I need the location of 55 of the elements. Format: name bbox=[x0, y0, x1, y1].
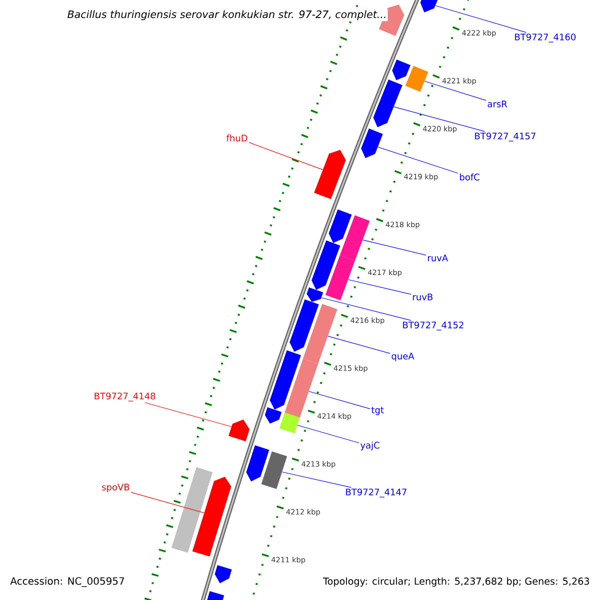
leader-line bbox=[362, 240, 426, 256]
gene-block bbox=[264, 407, 282, 424]
leader-line bbox=[297, 424, 360, 444]
leader-line bbox=[308, 391, 370, 410]
gene-block bbox=[284, 358, 318, 420]
gene-block bbox=[206, 591, 224, 600]
gene-block bbox=[340, 215, 370, 261]
gene-block bbox=[325, 255, 355, 300]
gene-block bbox=[290, 299, 319, 352]
gene-label: ruvA bbox=[428, 254, 448, 262]
gene-label: spoVB bbox=[102, 484, 130, 492]
gene-label: bofC bbox=[460, 174, 480, 180]
gene-block bbox=[373, 79, 402, 128]
gene-block bbox=[314, 150, 346, 200]
gene-block bbox=[171, 467, 213, 553]
gene-label: queA bbox=[392, 352, 414, 362]
gene-block bbox=[246, 445, 270, 482]
gene-block bbox=[405, 66, 428, 92]
gene-block bbox=[420, 0, 439, 12]
gene-block bbox=[192, 476, 232, 557]
gene-block bbox=[361, 128, 383, 158]
accession-text: Accession: NC_005957 bbox=[10, 577, 124, 587]
gene-label: ruvB bbox=[413, 294, 432, 300]
gene-label: BT9727_4152 bbox=[403, 322, 464, 330]
gene-label: BT9727_4147 bbox=[346, 488, 406, 498]
gene-label: BT9727_4148 bbox=[94, 392, 156, 402]
gene-label: arsR bbox=[488, 100, 508, 108]
leader-line bbox=[378, 146, 458, 174]
gene-block bbox=[228, 420, 250, 442]
summary-text: Topology: circular; Length: 5,237,682 bp; Genes: 5,263 bbox=[322, 576, 591, 588]
gene-block bbox=[270, 350, 301, 410]
gene-block bbox=[312, 240, 340, 290]
leader-line bbox=[130, 492, 204, 514]
map-title: Bacillus thuringiensis serovar konkukian str. 97-27, complet... bbox=[66, 9, 388, 22]
gene-block bbox=[328, 209, 352, 243]
gene-block bbox=[279, 412, 300, 434]
leader-line bbox=[144, 402, 232, 427]
gene-label: BT9727_4160 bbox=[515, 34, 576, 42]
gene-label: yajC bbox=[360, 442, 380, 450]
gene-block bbox=[214, 565, 232, 584]
leader-line bbox=[348, 279, 412, 295]
gene-label: BT9727_4157 bbox=[475, 132, 536, 142]
leader-line bbox=[328, 336, 390, 354]
leader-line bbox=[282, 472, 352, 488]
gene-label: tgt bbox=[371, 406, 384, 416]
leader-line bbox=[248, 142, 323, 170]
gene-label: fhuD bbox=[226, 134, 248, 142]
leader-line bbox=[394, 106, 485, 132]
leader-line bbox=[424, 80, 486, 101]
gene-block bbox=[392, 60, 410, 80]
gene-block bbox=[306, 287, 324, 302]
leader-line bbox=[435, 5, 526, 33]
gene-block bbox=[302, 304, 338, 364]
leader-line bbox=[321, 297, 412, 321]
gene-block bbox=[261, 451, 288, 490]
